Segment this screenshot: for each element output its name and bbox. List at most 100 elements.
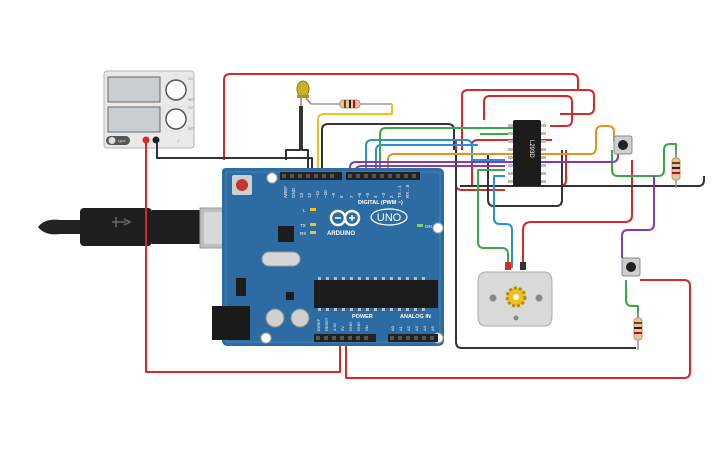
blue-wire-motor[interactable] (493, 175, 513, 268)
current-knob[interactable] (165, 108, 187, 130)
led-label-on: ON (425, 224, 432, 229)
resistor-button-1[interactable] (671, 150, 681, 188)
push-button-2[interactable] (621, 257, 641, 277)
pin-label-gnd: GND (291, 187, 296, 198)
led-l (310, 208, 316, 211)
resistor-button-2[interactable] (633, 312, 643, 350)
led-label-rx: RX (300, 231, 306, 236)
pin-label-11: ~11 (315, 190, 320, 198)
usb-icon (112, 217, 132, 227)
knob-label-3: CV (188, 106, 194, 110)
green-wire-button2[interactable] (625, 280, 639, 318)
pin-label-12: 12 (307, 192, 312, 198)
negative-terminal[interactable] (152, 136, 160, 144)
power-pin-ioref: IOREF (316, 318, 321, 331)
green-wire-button1[interactable] (611, 143, 677, 177)
pin-label-9: ~9 (331, 192, 336, 198)
power-pin-vin: Vin (364, 325, 369, 331)
analog-pin-a5: A5 (430, 325, 435, 331)
crystal (261, 251, 301, 267)
knob-label-4: SET (188, 127, 196, 131)
red-wire-motor[interactable] (522, 160, 633, 268)
analog-label: ANALOG IN (400, 314, 431, 320)
analog-pin-a1: A1 (398, 325, 403, 331)
pin-label-rx0: RX←0 (405, 184, 410, 198)
led-tx (310, 223, 316, 226)
power-jack[interactable] (212, 306, 250, 340)
black-wire-ic-box[interactable] (487, 150, 563, 207)
uno-badge (370, 208, 408, 226)
pin-label-aref: AREF (283, 186, 288, 198)
atmega-chip (314, 280, 438, 308)
black-wire-led2[interactable] (285, 106, 301, 160)
voltage-regulator (236, 278, 246, 296)
supply-slash-mark: ⁄ (176, 139, 180, 145)
power-pin-3v3: 3.3V (332, 322, 337, 331)
resistor-led[interactable] (311, 99, 392, 109)
pin-label-5: ~5 (365, 192, 370, 198)
power-pin-5v: 5V (340, 326, 345, 331)
pin-label-3: ~3 (381, 192, 386, 198)
usb-cable[interactable] (38, 207, 243, 249)
pin-label-13: 13 (299, 192, 304, 198)
analog-pin-a0: A0 (390, 325, 395, 331)
power-switch-label: OFF (118, 139, 127, 144)
dc-motor[interactable] (477, 262, 553, 327)
green-wire-1[interactable] (379, 127, 515, 178)
analog-header[interactable] (388, 334, 438, 342)
capacitor-2 (290, 308, 310, 328)
wires (145, 73, 705, 379)
red-wire-bottom[interactable] (345, 279, 691, 379)
power-header[interactable] (314, 334, 376, 342)
led-label-tx: TX (300, 223, 306, 228)
yellow-wire[interactable] (317, 104, 393, 176)
red-wire-supply[interactable] (145, 142, 341, 373)
l293d-ic[interactable]: L293D (508, 120, 546, 186)
black-wire-right[interactable] (460, 176, 705, 187)
green-wire-motor[interactable] (477, 169, 509, 268)
led-rx (310, 231, 316, 234)
led-on (417, 224, 423, 227)
power-pin-gnd2: GND (356, 322, 361, 331)
pin-label-7: 7 (349, 195, 354, 198)
red-wire-loop1[interactable] (461, 89, 595, 150)
red-wire-loop2[interactable] (483, 95, 573, 127)
analog-pin-a3: A3 (414, 325, 419, 331)
model-label: UNO (377, 212, 402, 224)
purple-wire-3[interactable] (621, 176, 655, 258)
analog-pin-a4: A4 (422, 325, 427, 331)
knob-label-2: SET (188, 98, 196, 102)
analog-pin-a2: A2 (406, 325, 411, 331)
purple-wire-1[interactable] (349, 150, 619, 178)
knob-label-1: CC (188, 77, 194, 81)
arduino-board[interactable]: AREF GND 13 12 ~11 ~10 ~9 8 7 ~6 ~5 4 ~3… (212, 168, 444, 346)
black-wire-led[interactable] (301, 106, 309, 176)
led[interactable] (296, 80, 312, 106)
red-wire-ic2[interactable] (550, 150, 567, 187)
usb-chip (278, 226, 294, 242)
brand-label: ARDUINO (327, 231, 355, 237)
orange-wire[interactable] (387, 125, 615, 178)
ic-label: L293D (528, 140, 534, 158)
power-pin-gnd1: GND (348, 322, 353, 331)
voltage-knob[interactable] (165, 79, 187, 101)
pin-label-6: ~6 (357, 192, 362, 198)
digital-header-label: DIGITAL (PWM ~) (358, 200, 403, 206)
push-button-1[interactable] (613, 135, 633, 155)
digital-header-left[interactable] (280, 172, 342, 180)
pin-label-8: 8 (339, 195, 344, 198)
power-pin-reset: RESET (324, 317, 329, 331)
black-wire-bottom[interactable] (455, 150, 636, 349)
red-wire-top[interactable] (223, 73, 579, 160)
arduino-logo (329, 209, 361, 227)
pin-label-2: 2 (389, 195, 394, 198)
power-label: POWER (352, 314, 373, 320)
positive-terminal[interactable] (142, 136, 150, 144)
capacitor-1 (265, 308, 285, 328)
blue-wire-2[interactable] (375, 144, 478, 178)
power-supply[interactable]: CC SET CV SET OFF ⁄ (103, 70, 196, 149)
led-label-l: L (303, 208, 306, 213)
pin-label-4: 4 (373, 195, 378, 198)
